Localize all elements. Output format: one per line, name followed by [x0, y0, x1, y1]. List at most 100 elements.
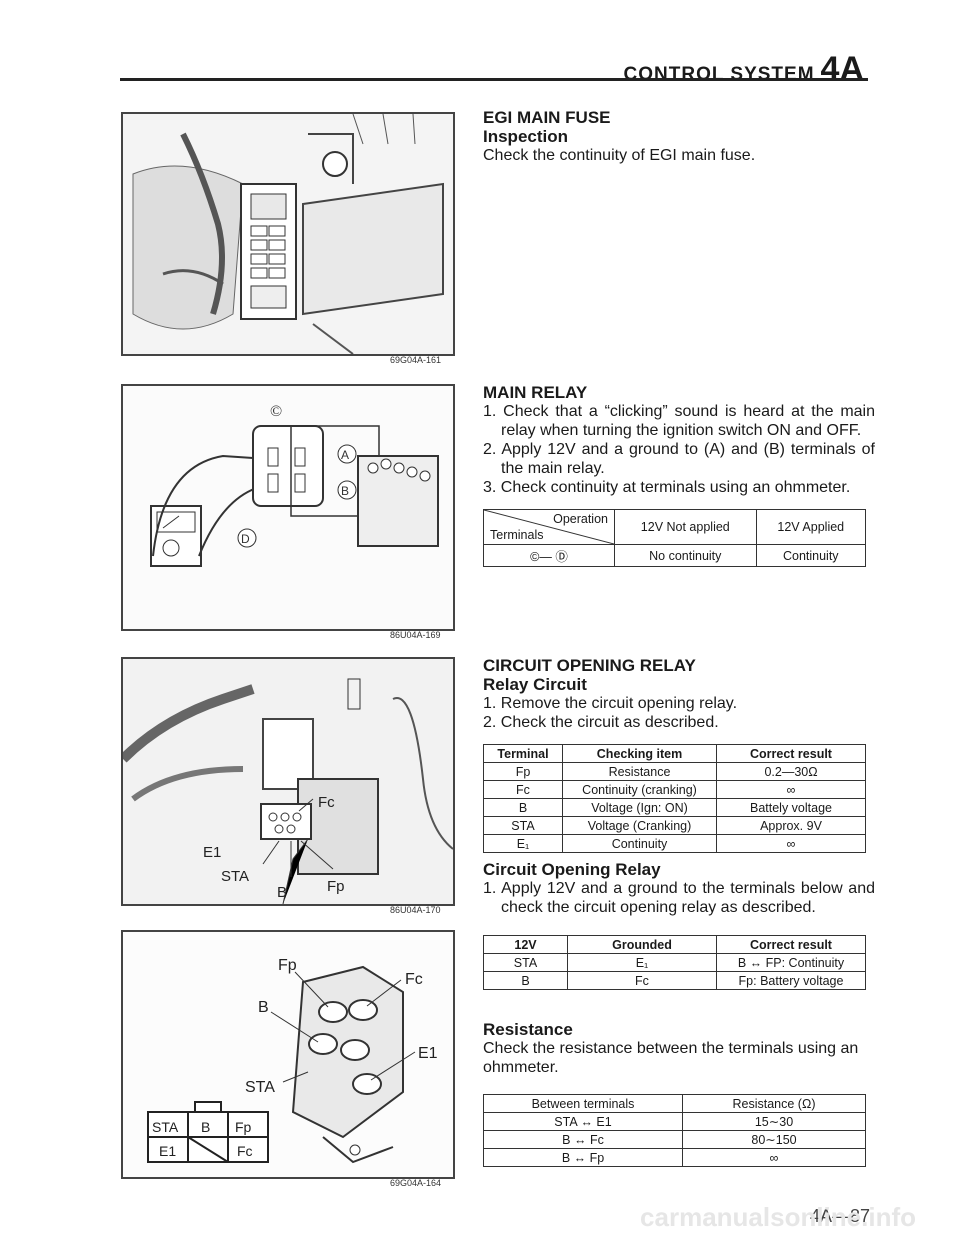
egi-fuse-photo — [121, 112, 455, 356]
b-label: B — [277, 884, 287, 901]
circuit-opening-relay-section: CIRCUIT OPENING RELAY Relay Circuit 1. R… — [483, 656, 875, 732]
t1-cell: Fc — [483, 780, 563, 799]
sta-terminal-label: STA — [245, 1079, 275, 1096]
connector-b: B — [201, 1119, 210, 1135]
connector-fp: Fp — [235, 1119, 252, 1135]
t1-cell: Approx. 9V — [716, 816, 866, 835]
t1-cell: Continuity — [562, 834, 717, 853]
connector-sta: STA — [152, 1119, 179, 1135]
t1-cell: ∞ — [716, 780, 866, 799]
t1-cell: ∞ — [716, 834, 866, 853]
connector-e1: E1 — [159, 1143, 176, 1159]
cell-not-applied: No continuity — [614, 544, 757, 567]
main-relay-step-2: 2. Apply 12V and a ground to (A) and (B)… — [483, 441, 875, 477]
corner-cell: Operation Terminals — [483, 509, 615, 545]
col-header-applied: 12V Applied — [755, 509, 867, 545]
main-relay-table: Operation Terminals 12V Not applied 12V … — [483, 509, 867, 567]
cor-title: CIRCUIT OPENING RELAY — [483, 656, 696, 675]
egi-text: Check the continuity of EGI main fuse. — [483, 147, 756, 164]
t1-cell: 0.2—30Ω — [716, 762, 866, 781]
resistance-section: Resistance Check the resistance between … — [483, 1020, 875, 1077]
t1-cell: Voltage (Cranking) — [562, 816, 717, 835]
relay-terminal-diagram: Fp Fc B E1 STA STA B Fp E1 Fc — [121, 930, 455, 1179]
page-number: 4A—87 — [809, 1206, 870, 1226]
fc-label: Fc — [318, 794, 335, 811]
main-relay-step-1: 1. Check that a “clicking” sound is hear… — [483, 403, 875, 439]
resistance-text: Check the resistance between the termina… — [483, 1040, 859, 1076]
t3-cell: B ↔ Fp — [483, 1148, 683, 1167]
connector-fc: Fc — [237, 1143, 253, 1159]
fp-terminal-label: Fp — [278, 957, 297, 974]
corner-diagonal — [484, 510, 614, 544]
cor-subtitle: Relay Circuit — [483, 675, 587, 694]
figure-code-1: 69G04A-161 — [390, 355, 442, 365]
cell-applied: Continuity — [755, 544, 867, 567]
t1-cell: Continuity (cranking) — [562, 780, 717, 799]
b-terminal-label: B — [258, 999, 269, 1016]
cor-step-1: 1. Remove the circuit opening relay. — [483, 695, 738, 712]
fp-label: Fp — [327, 878, 345, 895]
main-relay-diagram: © A B D — [121, 384, 455, 631]
t2-cell: Fc — [567, 971, 717, 990]
t1-header-item: Checking item — [562, 744, 717, 763]
egi-fuse-illustration — [123, 114, 453, 354]
t3-header-resistance: Resistance (Ω) — [682, 1094, 866, 1113]
egi-subtitle: Inspection — [483, 127, 569, 146]
t1-header-terminal: Terminal — [483, 744, 563, 763]
terminal-d-label: D — [241, 532, 250, 546]
col-header-not-applied: 12V Not applied — [614, 509, 757, 545]
terminal-c-label: © — [270, 403, 282, 420]
row-label: ©— Ⓓ — [483, 544, 615, 567]
fc-terminal-label: Fc — [405, 971, 423, 988]
t3-cell: STA ↔ E1 — [483, 1112, 683, 1131]
t2-cell: B — [483, 971, 568, 990]
t2-cell: Fp: Battery voltage — [716, 971, 866, 990]
egi-title: EGI MAIN FUSE — [483, 108, 611, 127]
figure-code-2: 86U04A-169 — [390, 630, 441, 640]
egi-main-fuse-section: EGI MAIN FUSE Inspection Check the conti… — [483, 108, 875, 165]
relay-terminal-illustration: Fp Fc B E1 STA STA B Fp E1 Fc — [123, 932, 453, 1177]
corner-bottom-label: Terminals — [490, 528, 544, 542]
cor-step-2: 2. Check the circuit as described. — [483, 714, 719, 731]
terminal-b-label: B — [341, 484, 349, 498]
cor-subtitle-2: Circuit Opening Relay — [483, 860, 661, 879]
main-relay-step-3: 3. Check continuity at terminals using a… — [483, 479, 851, 496]
corner-top-label: Operation — [553, 512, 608, 526]
t1-cell: B — [483, 798, 563, 817]
t1-cell: STA — [483, 816, 563, 835]
resistance-table: Between terminals Resistance (Ω) STA ↔ E… — [483, 1094, 866, 1167]
sta-label: STA — [221, 868, 249, 885]
t3-cell: 15∼30 — [682, 1112, 866, 1131]
cor-step-apply: 1. Apply 12V and a ground to the termina… — [483, 880, 875, 916]
e1-terminal-label: E1 — [418, 1045, 438, 1062]
t2-cell: B ↔ FP: Continuity — [716, 953, 866, 972]
cor-relay-check-section: Circuit Opening Relay 1. Apply 12V and a… — [483, 860, 875, 917]
header-section-name: CONTROL SYSTEM — [623, 64, 815, 85]
t1-cell: Battely voltage — [716, 798, 866, 817]
header-rule — [120, 78, 868, 81]
e1-label: E1 — [203, 844, 221, 861]
circuit-opening-relay-illustration: Fc E1 STA B Fp — [123, 659, 453, 904]
t3-cell: ∞ — [682, 1148, 866, 1167]
main-relay-section: MAIN RELAY 1. Check that a “clicking” so… — [483, 383, 875, 497]
header-chapter: 4A — [820, 50, 864, 88]
t2-header-grounded: Grounded — [567, 935, 717, 954]
t2-cell: STA — [483, 953, 568, 972]
figure-code-3: 86U04A-170 — [390, 905, 441, 915]
t1-cell: Voltage (Ign: ON) — [562, 798, 717, 817]
t3-header-between: Between terminals — [483, 1094, 683, 1113]
t2-header-result: Correct result — [716, 935, 866, 954]
t1-cell: E₁ — [483, 834, 563, 853]
t2-header-12v: 12V — [483, 935, 568, 954]
